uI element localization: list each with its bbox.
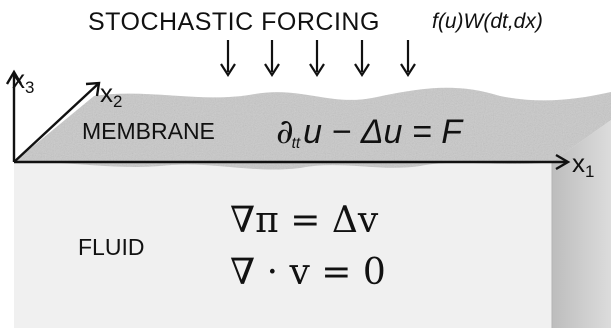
x3-axis-label: x3 [12,64,35,98]
coordinate-axes [5,69,571,171]
forcing-title: STOCHASTIC FORCING [88,8,380,36]
x1-axis-subscript: 1 [585,162,595,182]
fluid-side-face [552,120,611,328]
forcing-expression: f(u)W(dt,dx) [432,10,543,33]
x3-axis-arrow [5,69,23,162]
membrane-eq-subscript: tt [291,135,301,153]
fluid-label: FLUID [78,234,145,260]
x1-axis-arrow [14,153,571,171]
forcing-arrow-3 [309,40,325,78]
x2-axis-label: x2 [100,78,123,112]
fluid-equation-divergence: ∇ · v = 0 [230,252,386,293]
membrane-eq-partial: ∂ [276,112,294,152]
membrane-surface [14,87,611,170]
membrane-label: MEMBRANE [82,118,215,144]
forcing-arrow-4 [354,40,370,78]
x3-axis-base: x [12,64,25,94]
x1-axis-base: x [572,148,585,178]
forcing-arrow-5 [400,40,416,78]
fluid-equation-momentum: ∇π = Δv [230,200,379,241]
membrane-equation: ∂ttu − Δu = F [276,112,462,152]
forcing-arrow-1 [220,40,236,78]
x2-axis-subscript: 2 [113,92,123,112]
x2-axis-arrow [13,81,101,163]
forcing-arrow-2 [264,40,280,78]
membrane-eq-body: u − Δu = F [303,113,462,151]
x2-axis-base: x [100,78,113,108]
x3-axis-subscript: 3 [25,78,35,98]
forcing-arrows [220,40,416,78]
fluid-front-face [14,162,552,328]
x1-axis-label: x1 [572,148,595,182]
